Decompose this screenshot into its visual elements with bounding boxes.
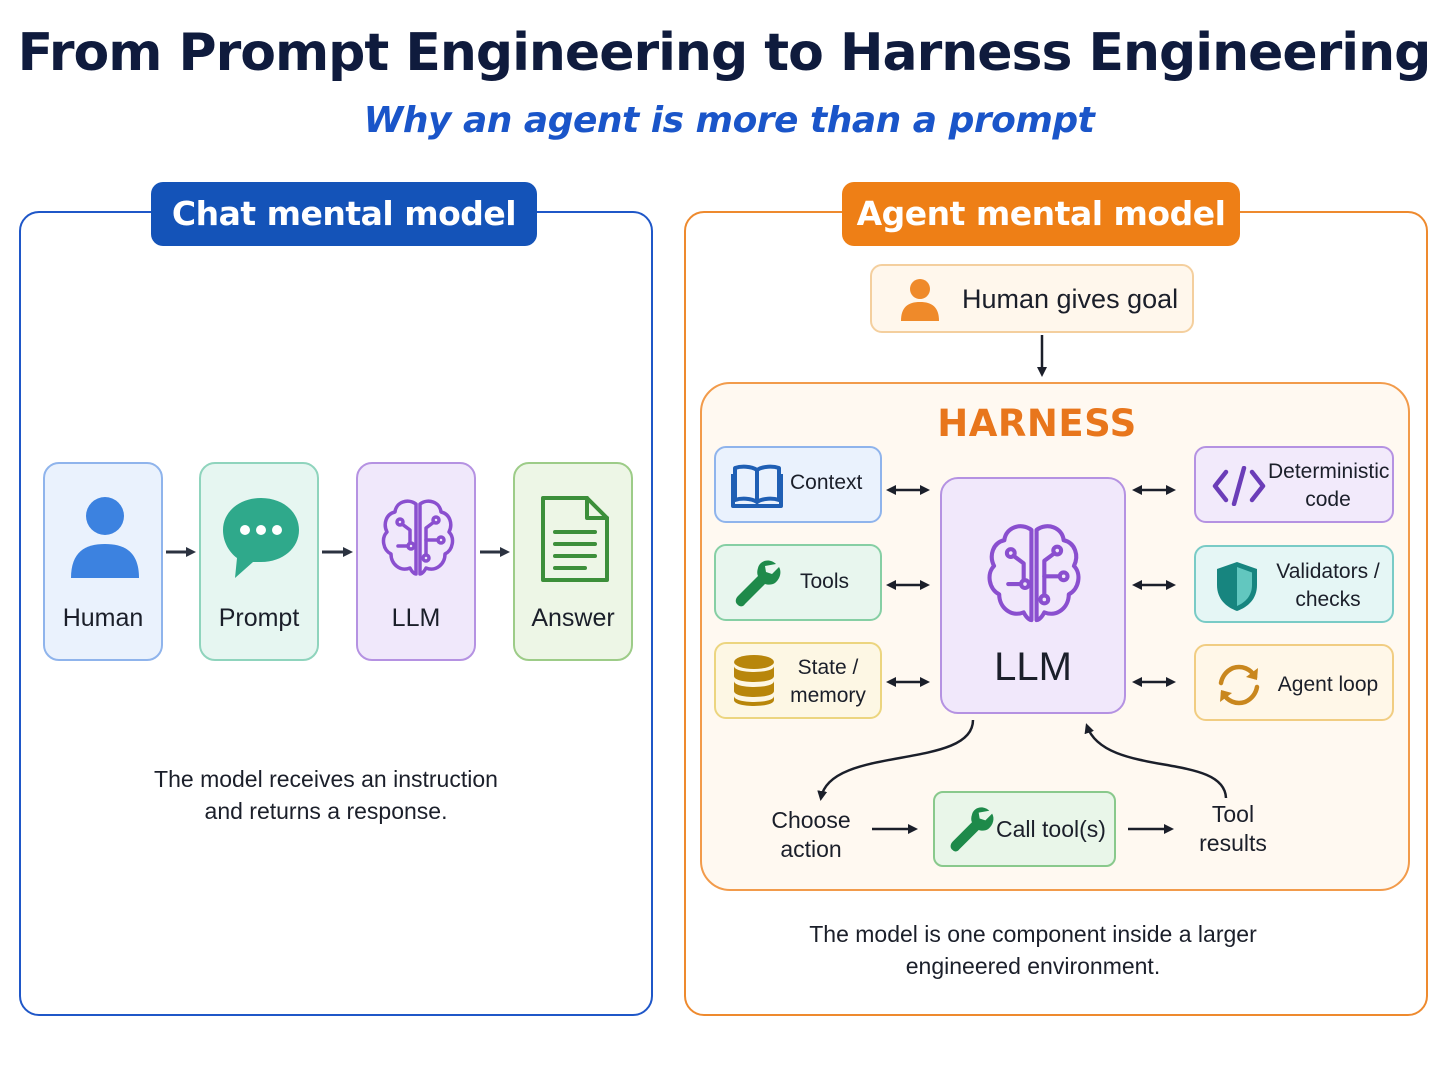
person-icon	[901, 279, 939, 321]
component-agent-loop	[1194, 644, 1394, 721]
chat-step-answer: Answer	[513, 462, 633, 661]
wrench-icon	[950, 807, 994, 852]
code-icon	[1212, 466, 1266, 506]
agent-caption: The model is one component inside a larg…	[700, 918, 1366, 982]
harness-label: HARNESS	[937, 402, 1137, 445]
book-icon	[731, 464, 783, 508]
component-label: Agent loop	[1277, 673, 1379, 696]
chat-caption-line: and returns a response.	[204, 798, 448, 824]
chat-bubble-icon	[223, 498, 299, 578]
loop-label-line: Choose	[771, 807, 851, 833]
component-validators	[1194, 545, 1394, 623]
agent-caption-line: The model is one component inside a larg…	[809, 921, 1257, 947]
component-label: State / memory	[786, 654, 870, 710]
loop-label-line: Tool	[1211, 801, 1255, 827]
refresh-icon	[1218, 664, 1260, 706]
document-icon	[541, 496, 609, 582]
database-icon	[734, 655, 774, 706]
chat-step-prompt: Prompt	[199, 462, 319, 661]
person-icon	[71, 497, 139, 578]
call-tools-label: Call tool(s)	[996, 816, 1106, 842]
component-state-memory	[714, 642, 882, 719]
call-tools-box	[933, 791, 1116, 867]
chat-step-label: Prompt	[218, 604, 300, 632]
component-label-line: Validators /	[1276, 560, 1380, 583]
subtitle: Why an agent is more than a prompt	[363, 100, 1095, 141]
brain-icon	[381, 499, 455, 576]
component-tools	[714, 544, 882, 621]
component-label-line: memory	[790, 684, 866, 707]
chat-panel-header: Chat mental model	[151, 182, 537, 246]
agent-panel-header: Agent mental model	[842, 182, 1240, 246]
loop-tool-results: Tool results	[1190, 800, 1276, 858]
human-goal-box	[870, 264, 1194, 333]
chat-step-human: Human	[43, 462, 163, 661]
component-context	[714, 446, 882, 523]
chat-step-label: LLM	[391, 604, 441, 632]
chat-step-label: Human	[62, 604, 144, 632]
chat-caption-line: The model receives an instruction	[154, 766, 498, 792]
component-label-line: code	[1305, 488, 1351, 511]
llm-core-box	[940, 477, 1126, 714]
main-title: From Prompt Engineering to Harness Engin…	[17, 23, 1432, 83]
loop-choose-action: Choose action	[760, 806, 862, 864]
loop-label-line: results	[1199, 830, 1267, 856]
component-label: Tools	[800, 570, 850, 593]
component-label-line: checks	[1295, 588, 1361, 611]
shield-icon	[1217, 562, 1257, 611]
brain-icon	[987, 524, 1081, 623]
component-label: Validators / checks	[1270, 558, 1386, 614]
wrench-icon	[735, 560, 781, 607]
component-label-line: Deterministic	[1268, 460, 1390, 483]
component-label: Context	[790, 471, 863, 494]
loop-label-line: action	[780, 836, 842, 862]
component-label: Deterministic code	[1268, 458, 1390, 514]
chat-step-label: Answer	[531, 604, 615, 632]
component-label-line: State /	[797, 656, 859, 679]
component-deterministic-code	[1194, 446, 1394, 523]
chat-step-llm: LLM	[356, 462, 476, 661]
llm-core-label: LLM	[994, 645, 1072, 689]
human-goal-label: Human gives goal	[962, 284, 1179, 314]
chat-caption: The model receives an instruction and re…	[60, 763, 592, 827]
agent-caption-line: engineered environment.	[905, 953, 1161, 979]
